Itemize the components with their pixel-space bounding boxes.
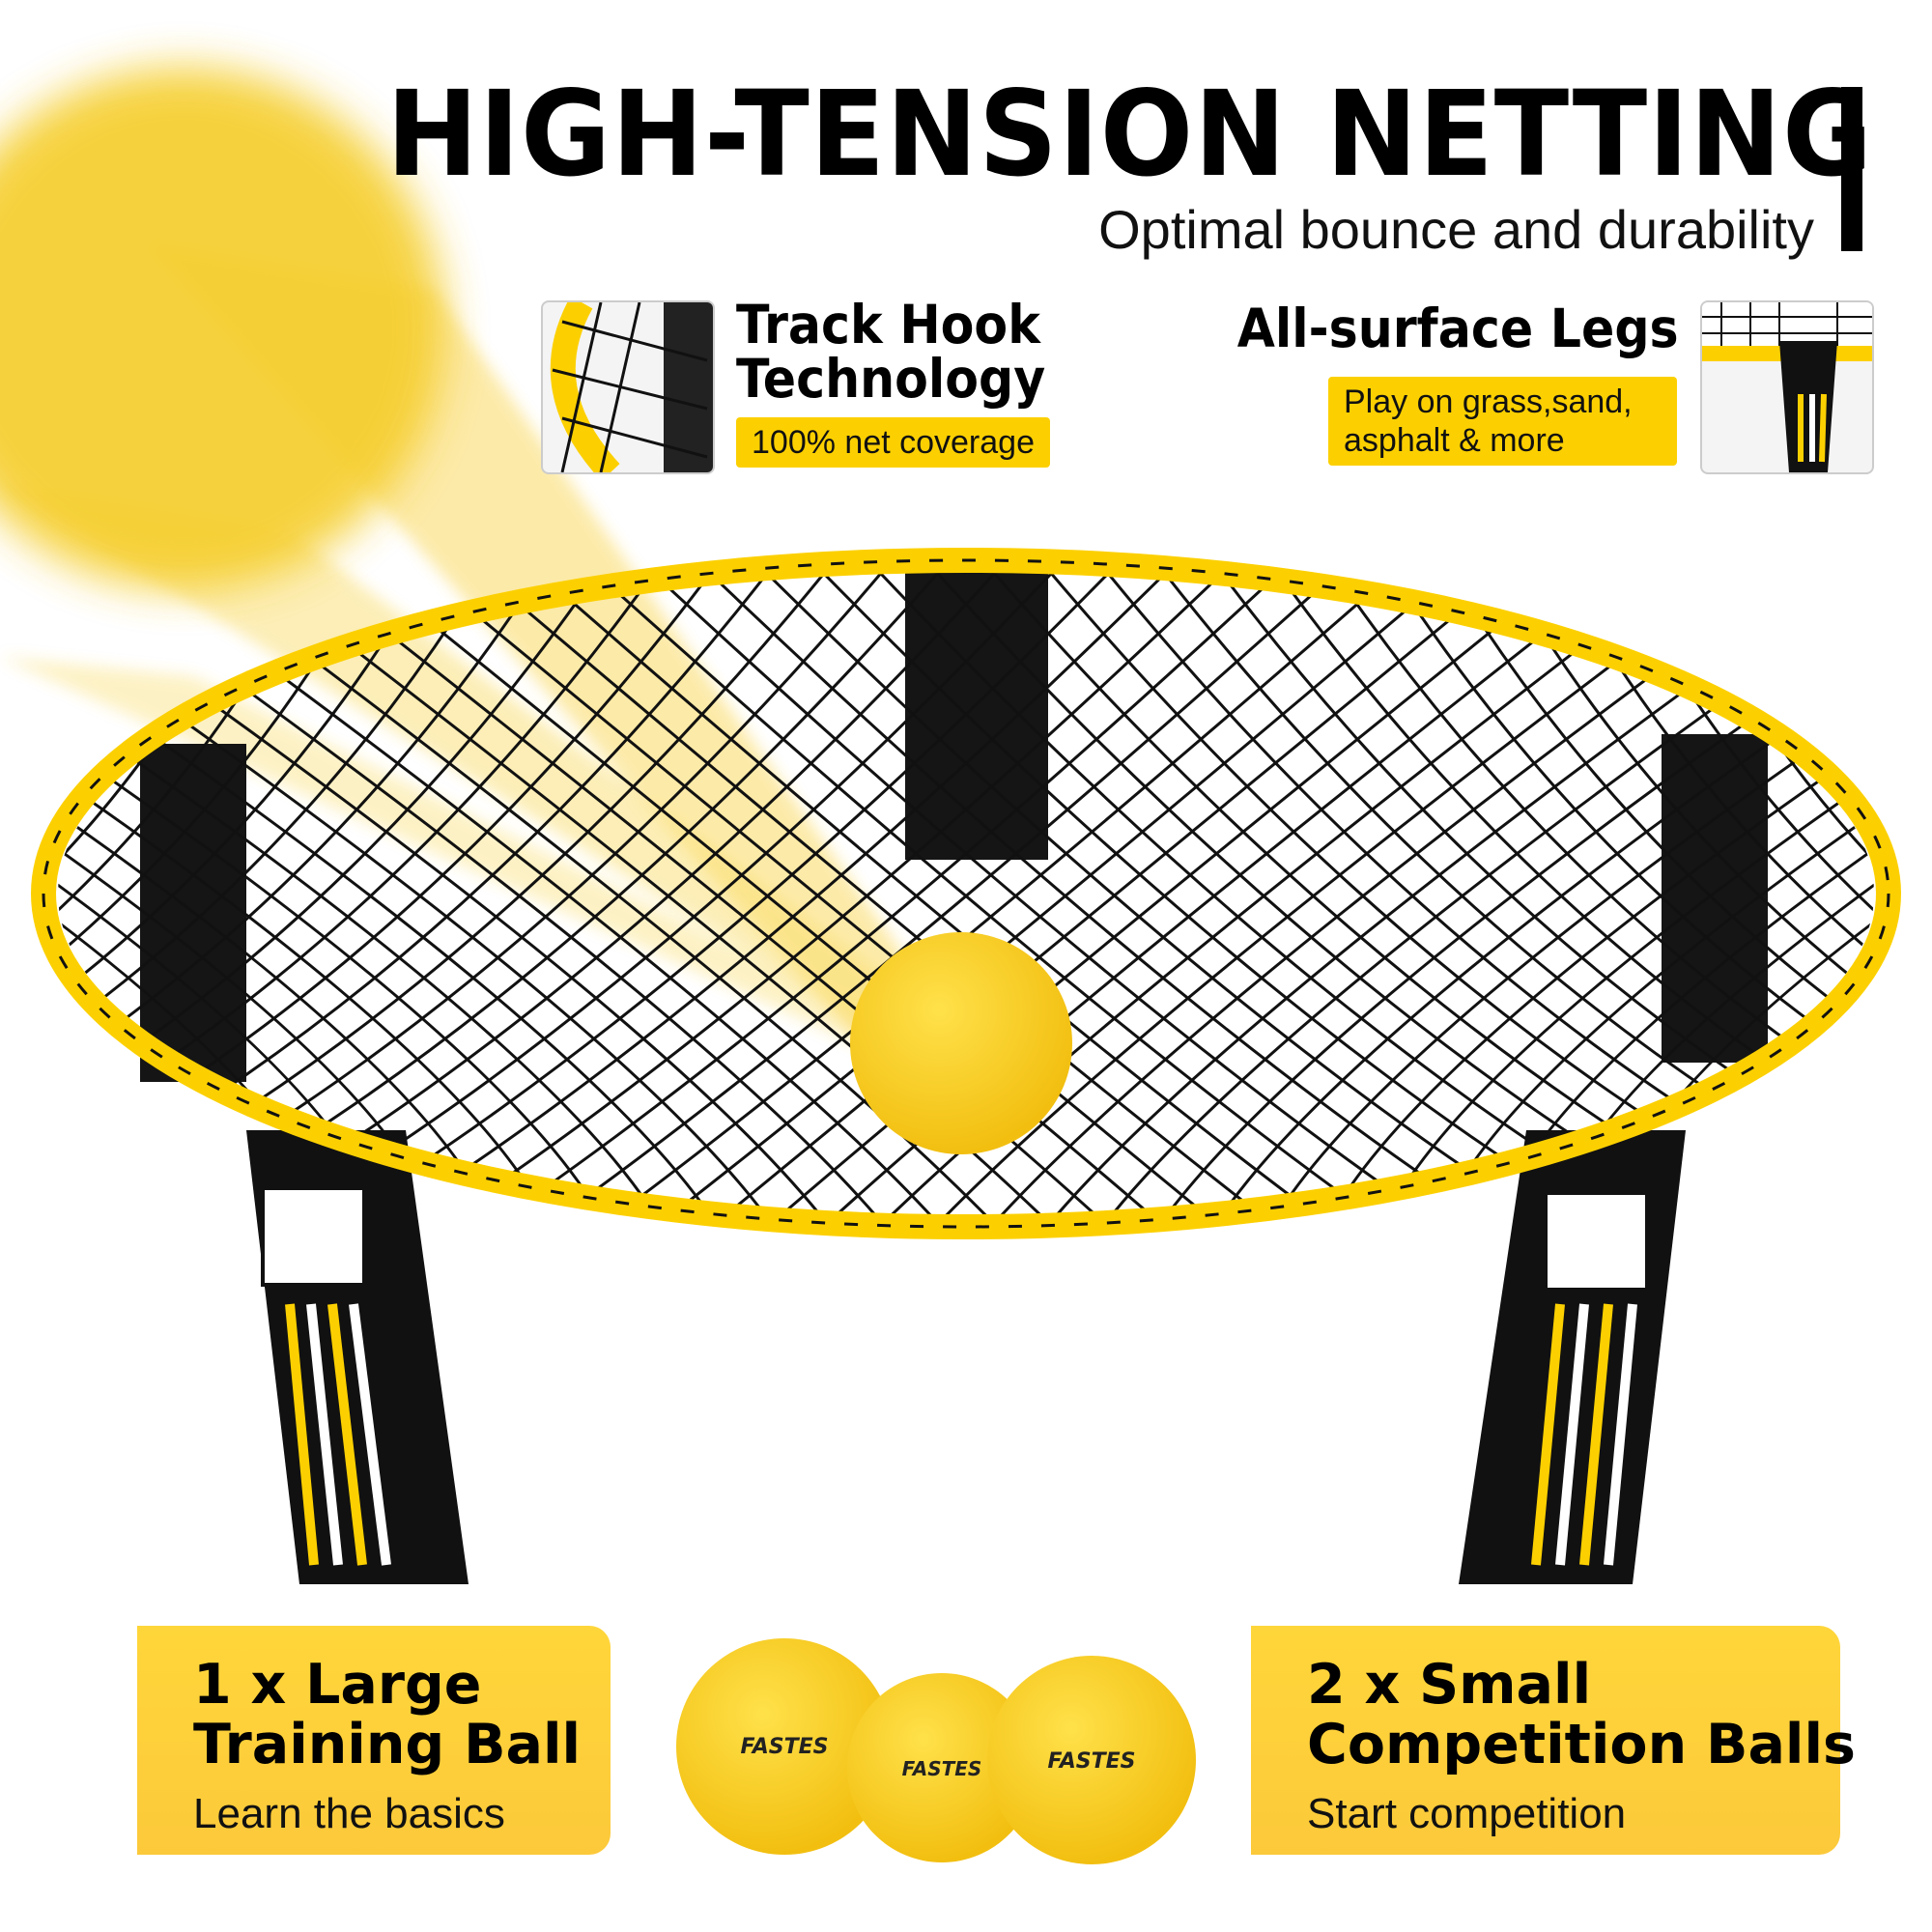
net-strand (790, 570, 1662, 1217)
card-title: 2 x Small (1307, 1653, 1592, 1717)
card-subtitle: Start competition (1307, 1790, 1627, 1837)
svg-text:FASTES: FASTES (741, 1735, 829, 1759)
net-strand (1544, 570, 1874, 1217)
net-strand (1771, 570, 1874, 1217)
net-strand (58, 570, 678, 1217)
blurred-ball (0, 68, 444, 589)
net-strand (58, 570, 388, 1217)
leg-right (1459, 1130, 1686, 1584)
feature-title: Technology (736, 348, 1046, 410)
net-hook-closeup-thumbnail (541, 300, 715, 474)
feature-title: Track Hook (736, 294, 1040, 355)
net-strand (58, 570, 736, 1217)
training-ball-card: 1 x Large Training Ball Learn the basics (137, 1626, 611, 1855)
svg-text:FASTES: FASTES (902, 1757, 982, 1780)
leg-closeup-thumbnail (1700, 300, 1874, 474)
net-strand (58, 570, 562, 1217)
net-strand (270, 570, 1142, 1217)
net-strand (58, 570, 161, 1217)
competition-ball: FASTES (987, 1656, 1196, 1864)
net-strand (558, 570, 1431, 1217)
net-strand (848, 570, 1720, 1217)
card-title: 1 x Large (193, 1653, 482, 1717)
net-strand (1312, 570, 1874, 1217)
competition-ball: FASTES (847, 1673, 1037, 1862)
feature-tag: Play on grass,sand, asphalt & more (1328, 377, 1677, 466)
net-strand (1428, 570, 1874, 1217)
net-strand (58, 570, 446, 1217)
net-strand (1486, 570, 1874, 1217)
competition-balls-card: 2 x Small Competition Balls Start compet… (1251, 1626, 1856, 1855)
feature-tag-line: Play on grass,sand, (1344, 384, 1633, 420)
feature-title: All-surface Legs (1237, 298, 1679, 359)
net-strand (327, 570, 1199, 1217)
feature-tag: 100% net coverage (736, 417, 1050, 468)
feature-tag-line: asphalt & more (1344, 422, 1565, 459)
net-strand (1254, 570, 1874, 1217)
training-ball: FASTES (676, 1638, 893, 1855)
svg-text:FASTES: FASTES (1048, 1749, 1136, 1774)
net-strand (964, 570, 1836, 1217)
net-strand (58, 570, 678, 1217)
net-strand (96, 570, 968, 1217)
card-title: Competition Balls (1307, 1713, 1856, 1776)
card-title: Training Ball (193, 1713, 582, 1776)
net-strand (212, 570, 1084, 1217)
net-strand (1370, 570, 1874, 1217)
net-strand (1196, 570, 1874, 1217)
net-strand (58, 570, 504, 1217)
card-subtitle: Learn the basics (193, 1790, 505, 1837)
net-strand (58, 570, 620, 1217)
page-title: HIGH-TENSION NETTING (386, 66, 1874, 203)
ball-in-net (850, 932, 1072, 1154)
leg-left (246, 1130, 469, 1584)
page-subtitle: Optimal bounce and durability (1098, 199, 1814, 260)
title-accent-bar (1841, 87, 1862, 251)
net-strand (501, 570, 1374, 1217)
net-strand (906, 570, 1778, 1217)
net-strand (1254, 570, 1874, 1217)
net-strand (154, 570, 1026, 1217)
net-strand (733, 570, 1605, 1217)
